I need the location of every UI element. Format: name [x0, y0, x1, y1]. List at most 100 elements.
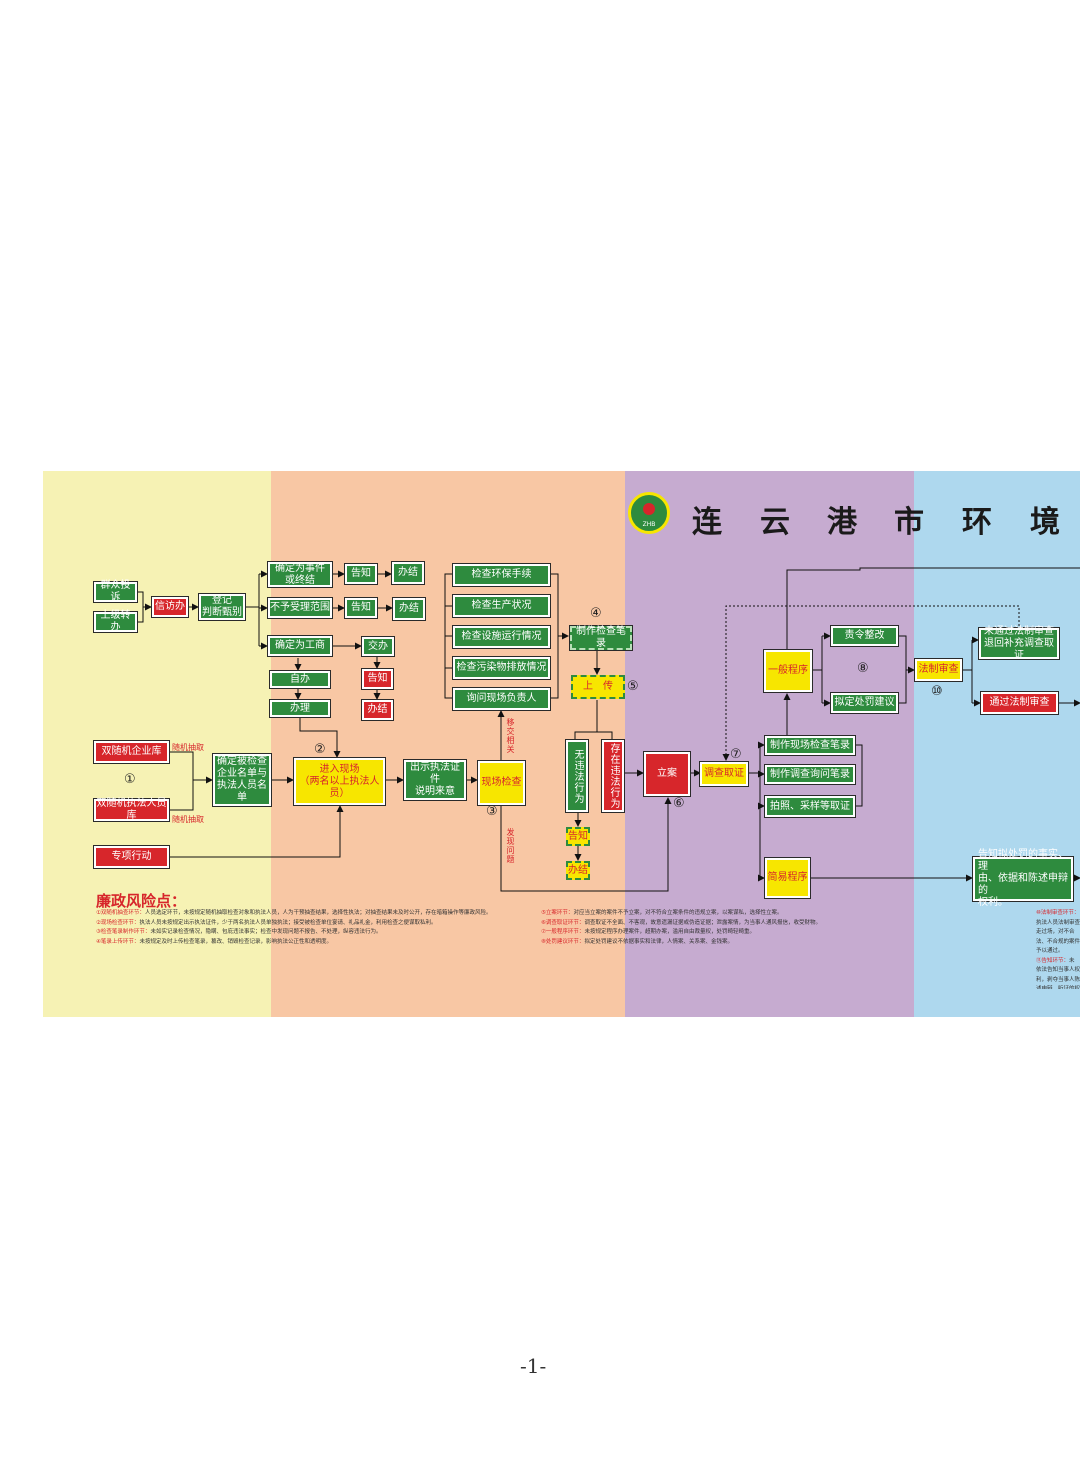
node-mass-complaint: 群众投诉	[94, 580, 137, 603]
node-make-inspect-record: 制作现场检查笔录	[765, 736, 855, 755]
risk-item-text: 对应当立案的案件不予立案，对不符合立案条件的违规立案，以案谋私，选择性立案。	[573, 910, 783, 916]
risk-item-key: ⑩法制审查环节：	[1036, 910, 1080, 916]
node-investigation: 调查取证	[700, 762, 748, 786]
node-upload: 上 传	[571, 675, 625, 699]
risk-item-text: 未按规定及时上传检查笔录，篡改、销毁检查记录，影响执法公正性和透明度。	[139, 938, 332, 945]
node-handle: 办理	[270, 700, 330, 717]
node-petition-office: 信访办	[152, 597, 188, 617]
risk-item-key: ②现场检查环节：	[96, 919, 140, 926]
node-review-fail: 未通过法制审查 退回补充调查取证	[979, 626, 1059, 661]
label-random-draw-2: 随机抽取	[172, 815, 204, 824]
label-random-draw-1: 随机抽取	[172, 743, 204, 752]
node-order-rectify: 责令整改	[831, 626, 898, 646]
logo-emblem: ZHB	[628, 492, 670, 534]
logo-sun-icon	[643, 503, 655, 515]
risk-item: ⑩法制审查环节： 执法人员法制审查走过场，对不合法、不合规的案件予以通过。	[1036, 909, 1080, 957]
risk-item: ⑤立案环节：对应当立案的案件不予立案，对不符合立案条件的违规立案，以案谋私，选择…	[541, 909, 981, 919]
risk-column-1: ①双随机抽查环节：人员选定环节，未按规定随机抽取检查对象和执法人员，人为干预抽查…	[96, 909, 526, 989]
panel-review	[914, 471, 1080, 1017]
node-self-handle: 自办	[270, 671, 330, 688]
risk-item-key: ④笔录上传环节：	[96, 938, 140, 945]
node-register: 登记 判断甄别	[199, 594, 245, 620]
node-draft-penalty: 拟定处罚建议	[831, 693, 898, 713]
step-number-4: ④	[590, 606, 602, 621]
node-file-case: 立案	[644, 752, 690, 796]
risk-item-text: 未按规定程序办理案件，超期办案，滥用自由裁量权，处罚畸轻畸重。	[584, 929, 755, 935]
step-number-5: ⑤	[627, 679, 639, 694]
risk-item-key: ⑦一般程序环节：	[541, 929, 585, 935]
node-close-1: 办结	[392, 562, 424, 584]
step-number-6: ⑥	[673, 796, 685, 811]
risk-item: ②现场检查环节：执法人员未按规定出示执法证件，少于两名执法人员单独执法；接受被检…	[96, 919, 526, 929]
risk-item: ⑧处罚建议环节：拟定处罚建议不依据事实和法律，人情案、关系案、金钱案。	[541, 938, 981, 948]
risk-item: ⑥调查取证环节：调查取证不全面、不客观，故意遗漏证据或伪造证据；泄露案情，为当事…	[541, 919, 981, 929]
node-close-4: 办结	[566, 861, 590, 880]
risk-item-text: 人员选定环节，未按规定随机抽取检查对象和执法人员，人为干预抽查结果，选择性执法；…	[144, 910, 492, 916]
title-char-1: 连	[692, 505, 722, 540]
node-photo-sample: 拍照、采样等取证	[765, 796, 855, 817]
risk-item-key: ⑥调查取证环节：	[541, 919, 585, 926]
risk-item-key: ③检查笔录制作环节：	[96, 929, 151, 935]
risk-section-title: 廉政风险点：	[96, 892, 187, 910]
node-legal-review: 法制审查	[915, 659, 962, 681]
risk-item-text: 调查取证不全面、不客观，故意遗漏证据或伪造证据；泄露案情，为当事人通风报信，收受…	[584, 919, 821, 926]
node-check-procedures: 检查环保手续	[453, 564, 550, 586]
risk-item-key: ⑧处罚建议环节：	[541, 938, 585, 945]
step-number-2: ②	[314, 742, 326, 757]
node-confirm-industrial: 确定为工商	[268, 636, 332, 656]
node-check-emissions: 检查污染物排放情况	[453, 657, 550, 679]
node-confirm-env-issue: 确定为事件 或终结	[268, 562, 332, 587]
risk-item: ④笔录上传环节：未按规定及时上传检查笔录，篡改、销毁检查记录，影响执法公正性和透…	[96, 938, 526, 948]
title-char-3: 港	[827, 505, 857, 540]
node-check-production: 检查生产状况	[453, 595, 550, 617]
node-no-violation: 无违法行为	[566, 740, 588, 812]
risk-item-text: 未依法告知当事人权利，剥夺当事人陈述申辩、听证的权利。	[1036, 957, 1080, 990]
step-number-8: ⑧	[857, 661, 869, 676]
risk-item: ③检查笔录制作环节：未如实记录检查情况，隐瞒、包庇违法事实；检查中发现问题不报告…	[96, 928, 526, 938]
label-notice-right: 发现问题	[506, 828, 515, 864]
node-close-3: 办结	[362, 700, 393, 720]
step-number-10: ⑩	[931, 684, 943, 699]
node-notify-1: 告知	[345, 564, 377, 584]
risk-item-text: 拟定处罚建议不依据事实和法律，人情案、关系案、金钱案。	[584, 938, 733, 945]
risk-column-2: ⑤立案环节：对应当立案的案件不予立案，对不符合立案条件的违规立案，以案谋私，选择…	[541, 909, 981, 989]
node-notify-4: 告知	[566, 827, 590, 846]
node-handover: 交办	[362, 637, 394, 656]
risk-item-text: 未如实记录检查情况，隐瞒、包庇违法事实；检查中发现问题不报告、不处理，纵容违法行…	[150, 929, 382, 935]
risk-item-text: 执法人员法制审查走过场，对不合法、不合规的案件予以通过。	[1036, 919, 1080, 955]
node-make-inquiry-record: 制作调查询问笔录	[765, 765, 855, 784]
title-char-5: 环	[962, 505, 992, 540]
risk-item-key: ①双随机抽查环节：	[96, 910, 145, 916]
node-notify-3: 告知	[362, 669, 393, 689]
title-char-4: 市	[894, 505, 924, 540]
page-number: -1-	[520, 1354, 547, 1378]
node-enter-site: 进入现场 （两名以上执法人员）	[294, 758, 385, 805]
title-char-2: 云	[760, 505, 790, 540]
node-inform-rights: 告知拟处罚的事实、理 由、依据和陈述申辩的 权利。	[973, 849, 1073, 908]
node-random-officer-db: 双随机执法人员库	[94, 798, 169, 821]
node-notify-2: 告知	[345, 598, 377, 618]
node-make-record: 制作检查笔录	[570, 626, 632, 650]
node-violation: 存在违法行为	[602, 740, 624, 812]
node-close-2: 办结	[393, 598, 425, 620]
risk-item-key: ⑪告知环节：	[1036, 957, 1070, 964]
risk-item: ⑦一般程序环节：未按规定程序办理案件，超期办案，滥用自由裁量权，处罚畸轻畸重。	[541, 928, 981, 938]
node-review-pass: 通过法制审查	[981, 692, 1058, 714]
risk-item: ⑪告知环节：未依法告知当事人权利，剥夺当事人陈述申辩、听证的权利。	[1036, 957, 1080, 990]
node-special-action: 专项行动	[94, 846, 169, 868]
step-number-3: ③	[486, 804, 498, 819]
node-site-inspection: 现场检查	[478, 761, 525, 805]
risk-item-text: 执法人员未按规定出示执法证件，少于两名执法人员单独执法；接受被检查单位宴请、礼品…	[139, 919, 437, 926]
node-superior-transfer: 上级转办	[94, 610, 137, 633]
node-confirm-list: 确定被检查 企业名单与 执法人员名单	[213, 754, 271, 806]
node-out-of-scope: 不予受理范围	[268, 598, 332, 618]
step-number-7: ⑦	[730, 747, 742, 762]
label-notice-left: 移交相关	[506, 718, 515, 754]
logo-abbr: ZHB	[642, 521, 656, 528]
node-inquire-manager: 询问现场负责人	[453, 688, 550, 710]
step-number-1: ①	[124, 772, 136, 787]
risk-item-key: ⑤立案环节：	[541, 910, 574, 916]
node-check-facilities: 检查设施运行情况	[453, 626, 550, 648]
